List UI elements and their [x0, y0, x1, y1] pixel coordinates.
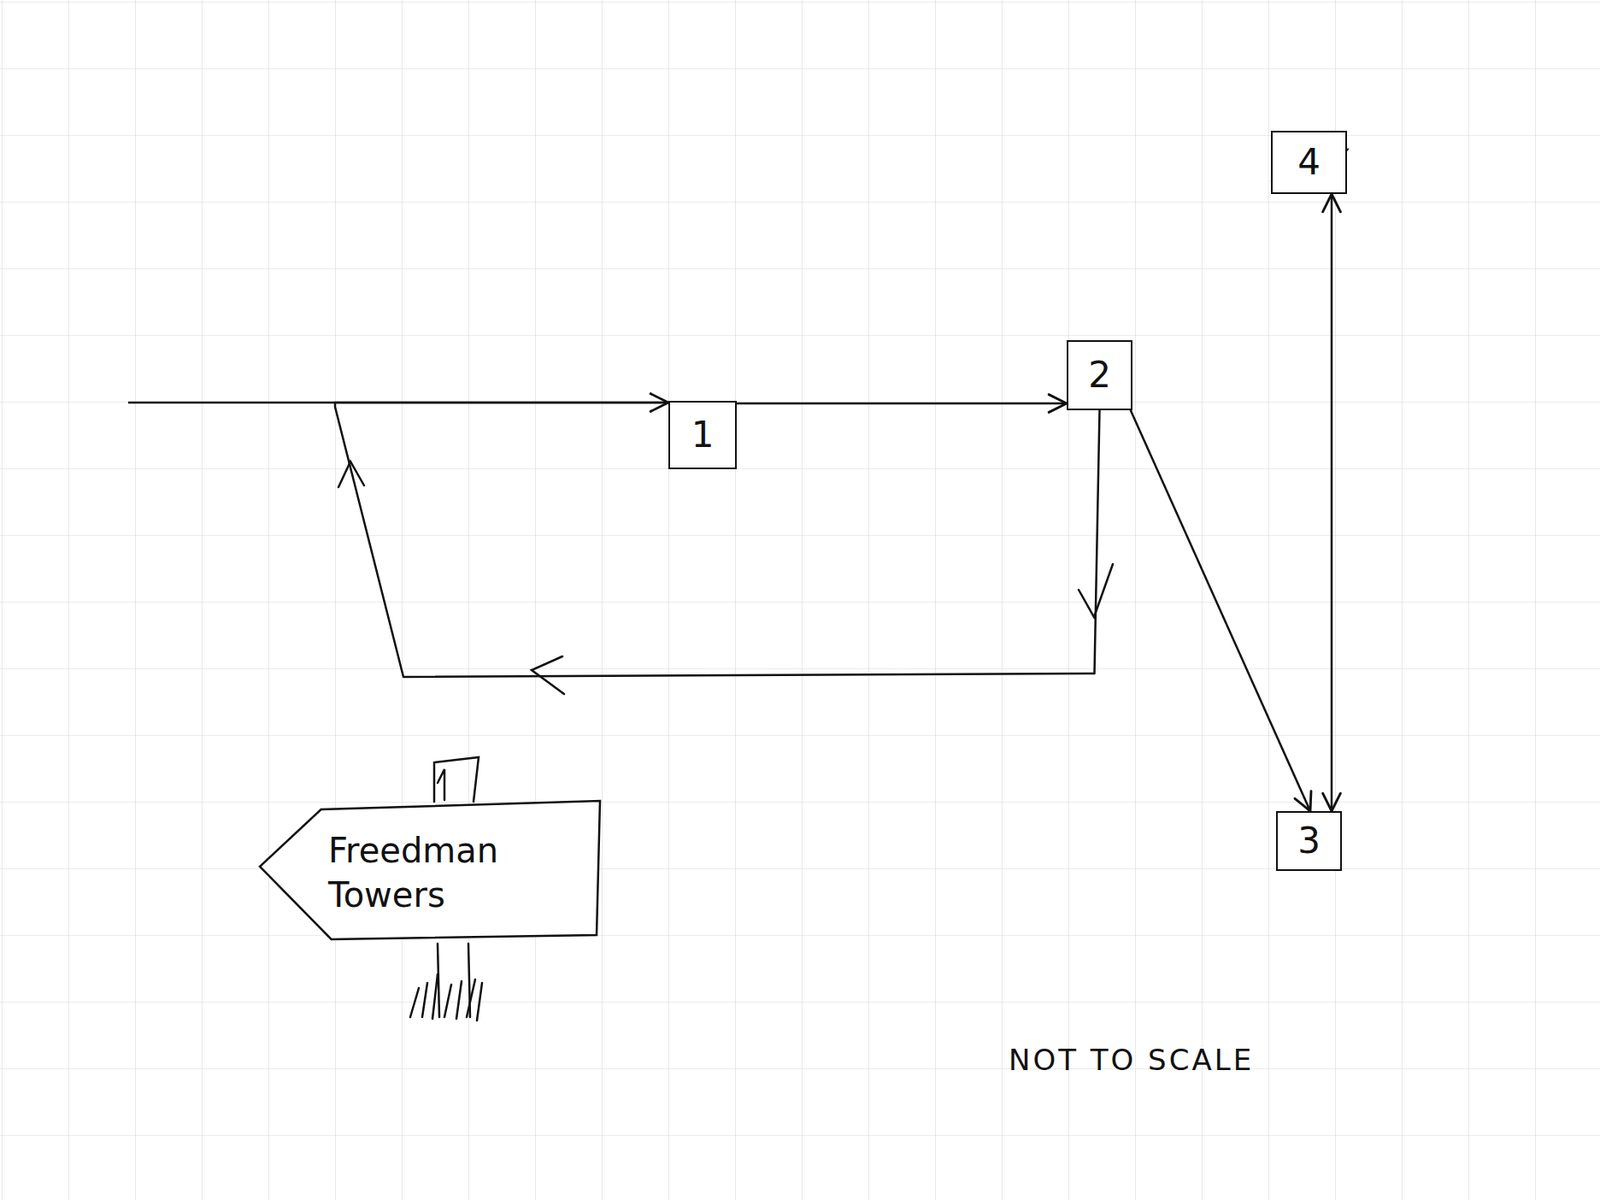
waypoint-box: 1 [668, 400, 737, 470]
direction-sign: Freedman Towers [259, 800, 600, 944]
waypoint-box: 4 [1270, 130, 1348, 195]
sign-text: Freedman Towers [259, 828, 525, 918]
waypoint-number: 3 [1297, 823, 1321, 859]
waypoint-number: 4 [1297, 144, 1321, 181]
grass [410, 974, 483, 1021]
waypoint-box: 3 [1276, 811, 1342, 871]
route-arrow [1330, 194, 1334, 812]
waypoint-box: 2 [1066, 340, 1133, 411]
scale-note: NOT TO SCALE [1008, 1042, 1254, 1077]
route-arrow [736, 402, 1067, 406]
post [437, 943, 471, 1018]
route-arrow [1129, 406, 1311, 812]
waypoint-number: 2 [1088, 357, 1112, 394]
sign-board [259, 800, 600, 940]
sign-outline [259, 800, 600, 944]
post-top-detail [437, 769, 445, 800]
direction-chevrons [338, 461, 1113, 695]
waypoint-number: 1 [691, 417, 715, 453]
post-top [434, 757, 479, 802]
